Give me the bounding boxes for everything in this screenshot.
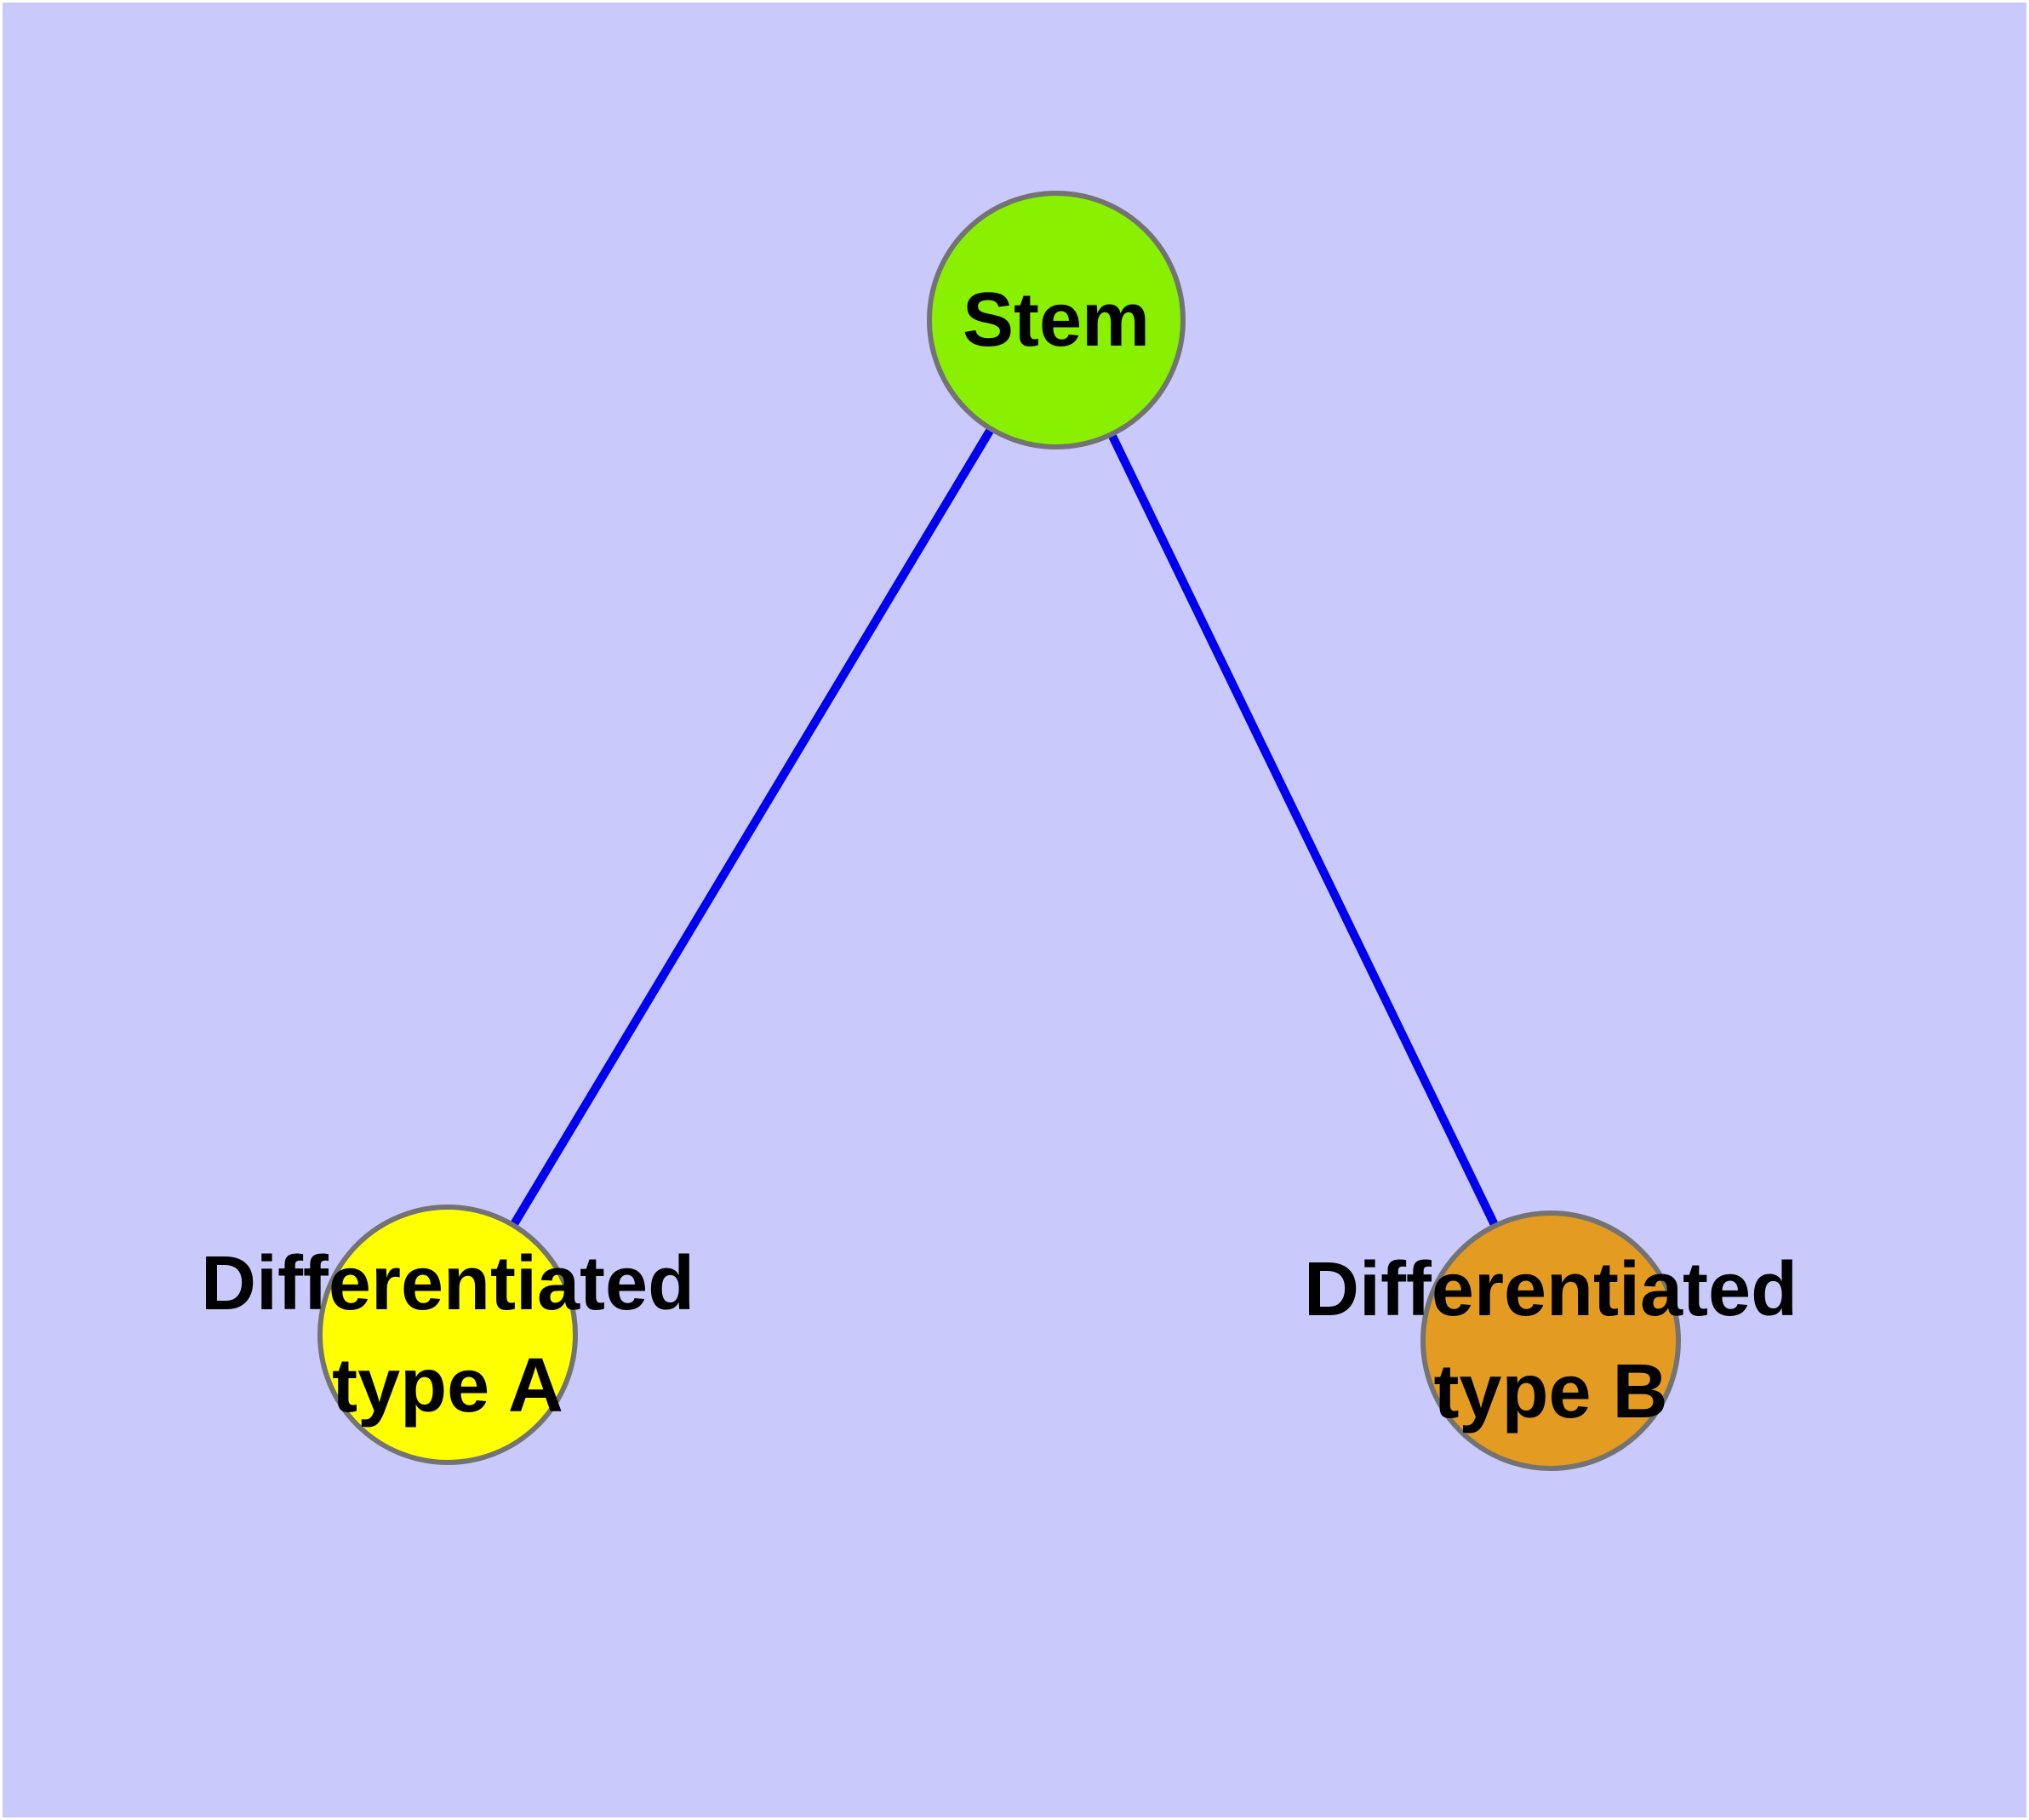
- diagram-canvas: Stem Differentiated type A Differentiate…: [3, 3, 2026, 1817]
- edges-layer: [443, 318, 1555, 1343]
- node-differentiated-type-b[interactable]: Differentiated type B: [1304, 1210, 1798, 1471]
- edge-stem-to-diff-b[interactable]: [1052, 318, 1555, 1343]
- node-stem[interactable]: Stem: [927, 191, 1186, 449]
- node-differentiated-type-a[interactable]: Differentiated type A: [201, 1205, 694, 1465]
- node-label-line: Stem: [962, 278, 1151, 363]
- node-stem-label: Stem: [963, 269, 1150, 371]
- edge-stem-to-diff-a[interactable]: [443, 318, 1060, 1337]
